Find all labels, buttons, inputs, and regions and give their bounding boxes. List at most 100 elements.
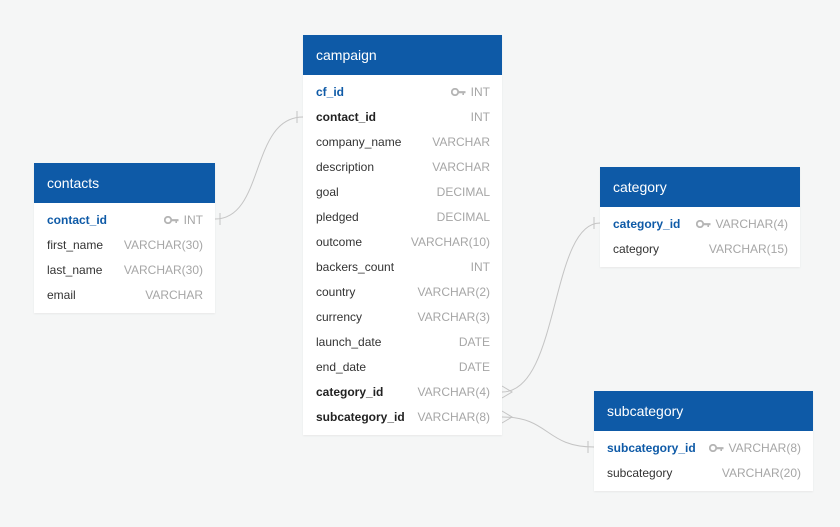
column-type: DECIMAL [437,210,490,224]
column-type: VARCHAR(8) [708,440,801,455]
column-name: country [316,284,356,299]
column-name: category_id [316,384,384,399]
column-name: backers_count [316,259,395,274]
column-type: VARCHAR(10) [411,235,490,249]
column-name: cf_id [316,84,345,99]
column-name: category [613,241,660,256]
table-columns: subcategory_id VARCHAR(8) subcategory VARCH… [594,431,813,491]
column-name: subcategory_id [607,440,696,455]
column-type: INT [450,84,490,99]
column-name: currency [316,309,363,324]
column-type-label: VARCHAR(30) [123,237,203,252]
column-type-label: INT [183,212,203,227]
column-type: VARCHAR(4) [418,385,490,399]
column-type-label: INT [470,259,490,274]
table-row[interactable]: email VARCHAR [34,282,215,307]
column-type: INT [163,212,203,227]
column-type-label: VARCHAR(3) [417,309,490,324]
table-row[interactable]: company_name VARCHAR [303,129,502,154]
column-name: contact_id [47,212,108,227]
column-name: description [316,159,375,174]
column-name: pledged [316,209,359,224]
column-name: launch_date [316,334,382,349]
table-header[interactable]: campaign [303,35,502,75]
column-type-label: VARCHAR(4) [715,216,788,231]
table-header[interactable]: subcategory [594,391,813,431]
key-icon [695,219,711,228]
table-row[interactable]: contact_id INT [34,207,215,232]
column-type: VARCHAR [432,135,490,149]
table-row[interactable]: description VARCHAR [303,154,502,179]
table-columns: category_id VARCHAR(4) category VARCHAR(15) [600,207,800,267]
table-row[interactable]: subcategory_id VARCHAR(8) [594,435,813,460]
table-row[interactable]: pledged DECIMAL [303,204,502,229]
column-name: outcome [316,234,363,249]
cardinality-many-mark [501,410,513,424]
column-type: VARCHAR(3) [418,310,490,324]
column-type-label: DATE [458,359,490,374]
table-row[interactable]: launch_date DATE [303,329,502,354]
column-name: subcategory [607,465,673,480]
table-header[interactable]: contacts [34,163,215,203]
column-type-label: VARCHAR(8) [417,409,490,424]
table-row[interactable]: backers_count INT [303,254,502,279]
column-type: VARCHAR(4) [695,216,788,231]
column-type: VARCHAR(2) [418,285,490,299]
table-header[interactable]: category [600,167,800,207]
table-row[interactable]: first_name VARCHAR(30) [34,232,215,257]
column-name: category_id [613,216,681,231]
table-row[interactable]: country VARCHAR(2) [303,279,502,304]
column-name: company_name [316,134,402,149]
column-type-label: VARCHAR(15) [708,241,788,256]
column-type: VARCHAR(30) [124,263,203,277]
column-type-label: INT [470,109,490,124]
column-type-label: DECIMAL [436,209,490,224]
column-type: VARCHAR(8) [418,410,490,424]
table-row[interactable]: category_id VARCHAR(4) [600,211,800,236]
key-icon [708,443,724,452]
column-type: VARCHAR [145,288,203,302]
column-type: DECIMAL [437,185,490,199]
column-type-label: VARCHAR(10) [410,234,490,249]
column-type-label: VARCHAR(30) [123,262,203,277]
column-type-label: VARCHAR [432,159,490,174]
column-type: VARCHAR [432,160,490,174]
column-name: email [47,287,76,302]
table-row[interactable]: subcategory VARCHAR(20) [594,460,813,485]
cardinality-many-mark [501,385,513,399]
column-name: goal [316,184,339,199]
connector-campaign-subcategory [501,416,595,448]
column-type-label: VARCHAR(8) [728,440,801,455]
key-icon [450,87,466,96]
table-row[interactable]: currency VARCHAR(3) [303,304,502,329]
column-type: DATE [459,360,490,374]
table-row[interactable]: last_name VARCHAR(30) [34,257,215,282]
column-type: VARCHAR(15) [709,242,788,256]
column-type: DATE [459,335,490,349]
column-type: INT [471,260,490,274]
column-name: last_name [47,262,103,277]
column-type-label: VARCHAR(20) [721,465,801,480]
column-type-label: VARCHAR(2) [417,284,490,299]
column-type: VARCHAR(20) [722,466,801,480]
column-type-label: VARCHAR(4) [417,384,490,399]
table-row[interactable]: cf_id INT [303,79,502,104]
table-row[interactable]: end_date DATE [303,354,502,379]
column-name: first_name [47,237,104,252]
table-row[interactable]: outcome VARCHAR(10) [303,229,502,254]
column-name: end_date [316,359,367,374]
table-row[interactable]: goal DECIMAL [303,179,502,204]
connector-contacts-campaign [214,116,304,220]
table-row[interactable]: category VARCHAR(15) [600,236,800,261]
column-type-label: INT [470,84,490,99]
table-row[interactable]: category_id VARCHAR(4) [303,379,502,404]
column-type-label: VARCHAR [432,134,490,149]
key-icon [163,215,179,224]
